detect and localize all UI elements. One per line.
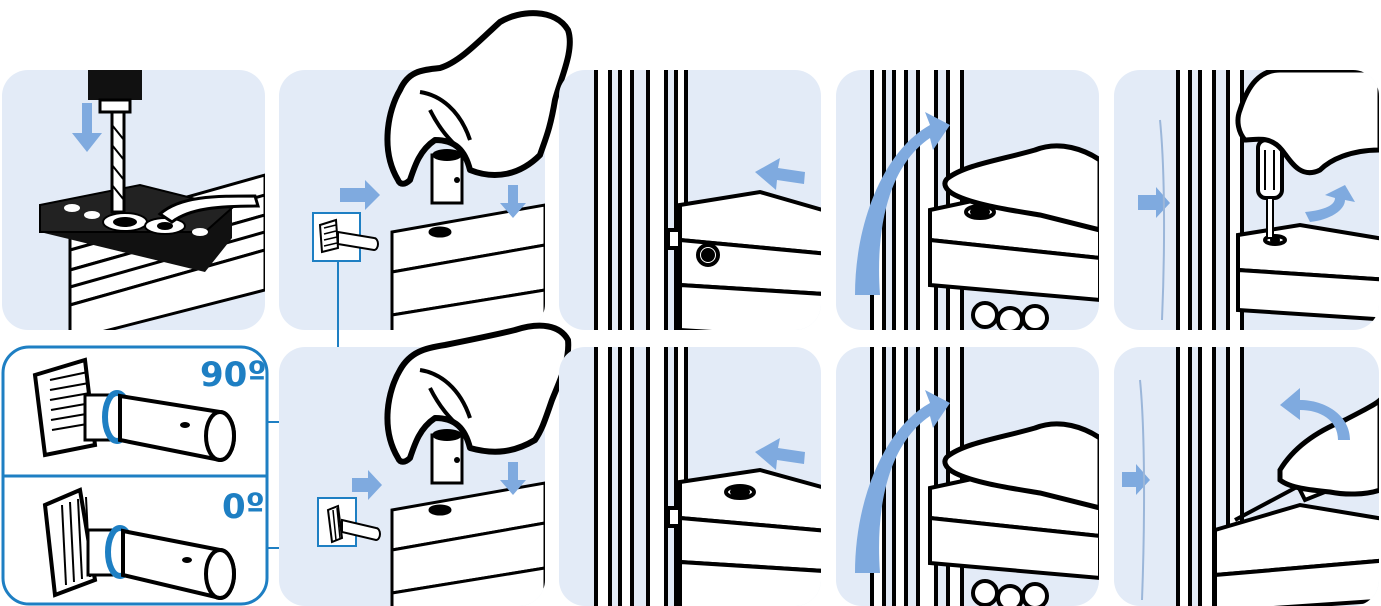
profile-icon <box>1238 225 1381 320</box>
sleeve-icon <box>432 149 462 203</box>
step-panel-loosen-screw <box>1114 340 1381 606</box>
upright-profile-icon <box>1178 60 1242 350</box>
step-panel-swing-profile <box>836 60 1100 350</box>
profile-icon <box>668 192 840 340</box>
profile-icon <box>668 470 840 606</box>
sleeve-icon <box>432 429 462 483</box>
step-panel-drill <box>2 70 265 340</box>
step-panel-slide-profile <box>559 60 840 350</box>
step-panel-slide-profile-alt <box>559 340 840 606</box>
angle-label-0: 0º <box>222 487 265 527</box>
step-panel-swing-profile-alt <box>836 340 1100 606</box>
step-panel-tighten-screw <box>1114 60 1381 350</box>
detail-callout: 90º 0º <box>3 347 267 604</box>
angle-label-90: 90º <box>200 355 267 395</box>
